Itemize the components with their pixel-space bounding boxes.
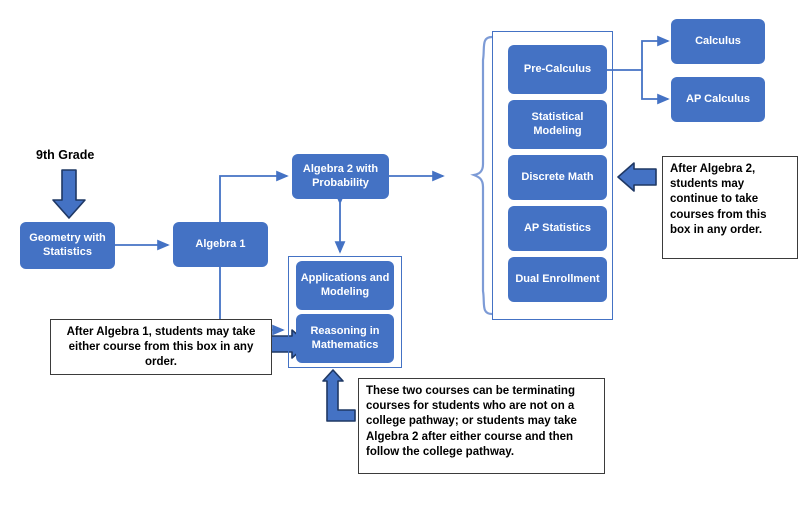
node-dual-enrollment[interactable]: Dual Enrollment [508, 257, 607, 302]
node-calculus[interactable]: Calculus [671, 19, 765, 64]
advanced-group-brace [470, 35, 494, 316]
group-box-either-course [288, 256, 402, 368]
node-reasoning-in-mathematics[interactable]: Reasoning in Mathematics [296, 314, 394, 363]
node-algebra-2-with-probability[interactable]: Algebra 2 with Probability [292, 154, 389, 199]
block-arrow-down-9th-grade [52, 169, 86, 219]
group-box-advanced-courses [492, 31, 613, 320]
node-applications-and-modeling[interactable]: Applications and Modeling [296, 261, 394, 310]
block-arrow-left-after-algebra2 [617, 162, 657, 192]
node-geometry-with-statistics[interactable]: Geometry with Statistics [20, 222, 115, 269]
node-statistical-modeling[interactable]: Statistical Modeling [508, 100, 607, 149]
node-ap-calculus[interactable]: AP Calculus [671, 77, 765, 122]
callout-terminating-courses: These two courses can be terminating cou… [358, 378, 605, 474]
node-ap-statistics[interactable]: AP Statistics [508, 206, 607, 251]
callout-after-algebra-2: After Algebra 2, students may continue t… [662, 156, 798, 259]
grade-level-label: 9th Grade [36, 148, 95, 162]
callout-after-algebra-1: After Algebra 1, students may take eithe… [50, 319, 272, 375]
node-discrete-math[interactable]: Discrete Math [508, 155, 607, 200]
node-pre-calculus[interactable]: Pre-Calculus [508, 45, 607, 94]
node-algebra-1[interactable]: Algebra 1 [173, 222, 268, 267]
connector-precalculus-to-calculus [607, 35, 670, 105]
connector-algebra1-to-algebra2 [219, 170, 289, 222]
block-arrow-bent-up-terminating [322, 369, 356, 422]
